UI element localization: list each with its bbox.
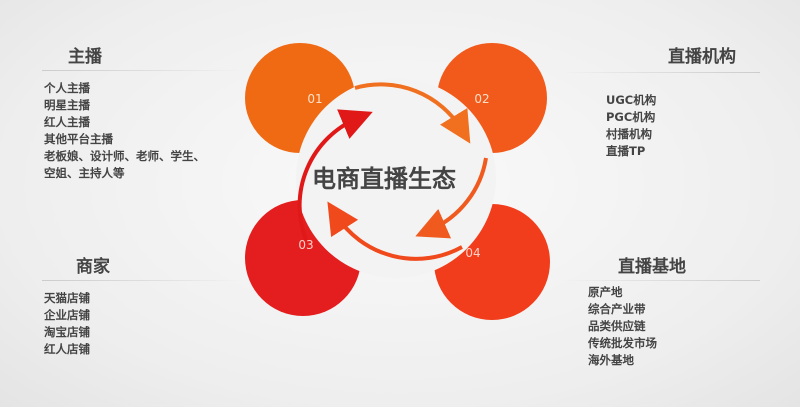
list-item: 传统批发市场 (588, 336, 657, 350)
arrow-04-03 (327, 201, 463, 261)
list-item: 村播机构 (606, 127, 652, 141)
node-label-01: 01 (307, 92, 322, 106)
list-item: 其他平台主播 (44, 132, 113, 146)
list-item: 明星主播 (44, 98, 90, 112)
base-divider (560, 280, 760, 281)
merchant-title: 商家 (76, 257, 110, 277)
list-item: 老板娘、设计师、老师、学生、 (44, 149, 205, 163)
node-label-02: 02 (474, 92, 489, 106)
list-item: 综合产业带 (588, 302, 646, 316)
list-item: 淘宝店铺 (44, 325, 90, 339)
merchant-list: 天猫店铺 企业店铺 淘宝店铺 红人店铺 (44, 290, 90, 358)
anchor-title: 主播 (68, 47, 102, 67)
list-item: 红人店铺 (44, 342, 90, 356)
list-item: 海外基地 (588, 353, 634, 367)
agency-list: UGC机构 PGC机构 村播机构 直播TP (606, 92, 656, 160)
list-item: 空姐、主持人等 (44, 166, 125, 180)
anchor-list: 个人主播 明星主播 红人主播 其他平台主播 老板娘、设计师、老师、学生、 空姐、… (44, 80, 205, 182)
anchor-divider (42, 70, 242, 71)
list-item: 个人主播 (44, 81, 90, 95)
list-item: 企业店铺 (44, 308, 90, 322)
arrow-02-04 (415, 157, 488, 239)
agency-divider (560, 72, 760, 73)
list-item: PGC机构 (606, 110, 656, 124)
base-title: 直播基地 (618, 257, 686, 277)
list-item: 天猫店铺 (44, 291, 90, 305)
node-label-03: 03 (298, 238, 313, 252)
list-item: 红人主播 (44, 115, 90, 129)
base-list: 原产地 综合产业带 品类供应链 传统批发市场 海外基地 (588, 284, 657, 369)
list-item: 直播TP (606, 144, 646, 158)
arrow-03-01 (297, 109, 373, 241)
list-item: UGC机构 (606, 93, 657, 107)
arrow-01-02 (354, 82, 471, 144)
center-title: 电商直播生态 (312, 165, 456, 193)
node-label-04: 04 (465, 246, 480, 260)
agency-title: 直播机构 (668, 47, 736, 67)
list-item: 原产地 (588, 285, 623, 299)
list-item: 品类供应链 (588, 319, 646, 333)
merchant-divider (42, 280, 242, 281)
